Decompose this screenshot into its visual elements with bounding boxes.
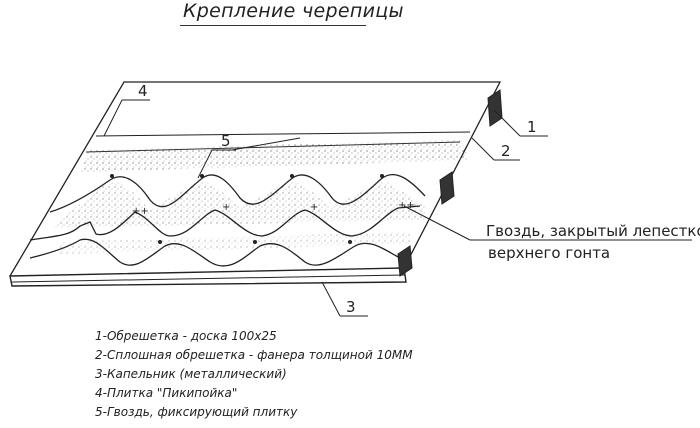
drip-edge [9, 267, 407, 287]
callout-2: 2 [501, 142, 511, 160]
svg-text:++: ++ [398, 200, 415, 211]
nail-markers: ++ + + ++ [110, 174, 415, 244]
callout-4: 4 [138, 82, 148, 100]
legend: 1-Обрешетка - доска 100х25 2-Сплошная об… [95, 327, 413, 422]
callout-1: 1 [527, 118, 537, 136]
legend-item: 3-Капельник (металлический) [95, 367, 287, 381]
lathing-boards [397, 89, 503, 277]
title-underline [180, 25, 366, 26]
svg-text:+: + [222, 202, 230, 213]
legend-item: 1-Обрешетка - доска 100х25 [95, 329, 277, 343]
tile-row-upper [49, 173, 426, 228]
svg-text:++: ++ [132, 206, 149, 217]
callout-3: 3 [346, 298, 356, 316]
legend-item: 5-Гвоздь, фиксирующий плитку [95, 405, 298, 419]
callout-leaders [103, 99, 692, 317]
granule-band-top [80, 140, 470, 172]
nail-callout-line1: Гвоздь, закрытый лепестком [486, 222, 700, 240]
callout-5: 5 [221, 132, 231, 150]
diagram-title: Крепление черепицы [183, 0, 404, 22]
nail-callout-line2: верхнего гонта [488, 244, 611, 262]
legend-item: 2-Сплошная обрешетка - фанера толщиной 1… [95, 348, 413, 362]
legend-item: 4-Плитка "Пикипойка" [95, 386, 238, 400]
svg-text:+: + [310, 202, 318, 213]
tile-row-lower [29, 205, 421, 267]
